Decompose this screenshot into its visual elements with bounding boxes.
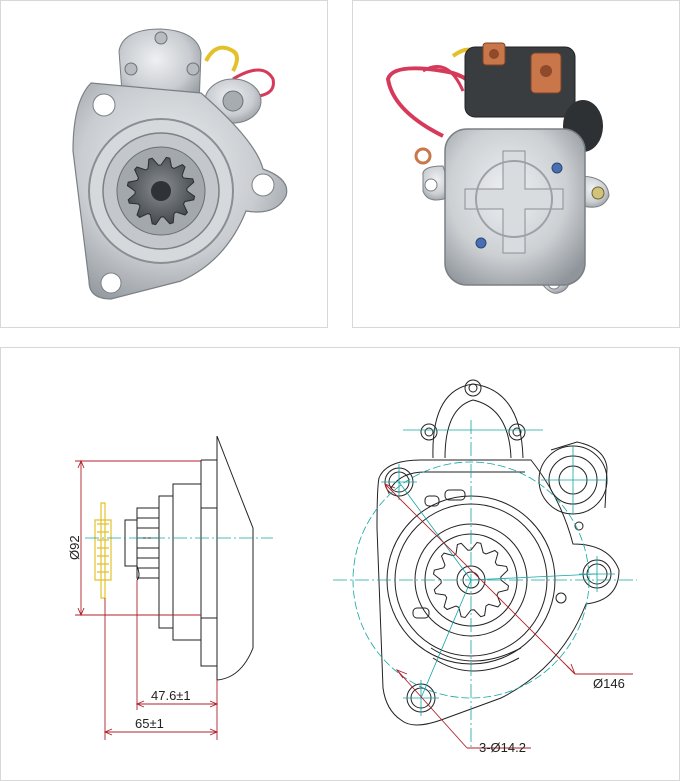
starter-rear-photo bbox=[385, 42, 610, 294]
mounting-hole-icon bbox=[100, 272, 122, 294]
slot bbox=[444, 489, 466, 501]
nose-step bbox=[158, 495, 174, 629]
cap-ring bbox=[475, 160, 553, 238]
terminal-nut-icon bbox=[540, 65, 552, 77]
starter-front-photo bbox=[72, 28, 288, 300]
bolt-icon bbox=[512, 427, 522, 437]
bolt-icon bbox=[424, 427, 434, 437]
flange-outline bbox=[200, 459, 217, 667]
mounting-hole-icon bbox=[424, 178, 438, 192]
red-wire bbox=[232, 68, 275, 98]
label-diameter-92: Ø92 bbox=[67, 535, 82, 560]
gear-teeth-lines bbox=[137, 517, 159, 569]
cross-rib bbox=[464, 150, 564, 254]
yellow-wire bbox=[204, 45, 239, 72]
arc-slot bbox=[432, 657, 520, 672]
label-holes: 3-Ø14.2 bbox=[479, 740, 526, 755]
label-diameter-146: Ø146 bbox=[593, 676, 625, 691]
small-hole bbox=[555, 592, 567, 604]
mounting-hole-icon bbox=[92, 93, 116, 117]
slot bbox=[412, 607, 430, 619]
mounting-hole-icon bbox=[251, 173, 275, 197]
ring-terminal-icon bbox=[414, 147, 432, 165]
screw-icon bbox=[475, 237, 487, 249]
shaft-end bbox=[124, 519, 138, 567]
bolt-icon bbox=[186, 62, 200, 76]
small-hole bbox=[574, 521, 584, 531]
solenoid-inner bbox=[444, 399, 512, 459]
gear-teeth bbox=[432, 541, 510, 619]
bolt-icon bbox=[420, 423, 438, 441]
bolt-icon bbox=[464, 379, 482, 397]
relay-cap bbox=[222, 90, 244, 112]
bolt-icon bbox=[154, 31, 168, 45]
dimension-holes bbox=[395, 668, 531, 749]
rear-view-photo-panel bbox=[352, 0, 680, 328]
body-outline bbox=[216, 435, 254, 681]
side-view-drawing bbox=[124, 435, 254, 681]
nose-housing bbox=[172, 483, 202, 641]
dimension-length-65 bbox=[103, 598, 219, 740]
pinion-gear-icon bbox=[432, 541, 510, 619]
red-wire bbox=[422, 65, 465, 92]
pinion-highlight bbox=[94, 502, 112, 599]
front-view-photo-panel bbox=[0, 0, 328, 328]
terminal-nut-icon bbox=[489, 49, 499, 59]
label-length-47-6: 47.6±1 bbox=[151, 688, 191, 703]
relay-bracket bbox=[550, 441, 608, 509]
technical-drawing: Ø92 47.6±1 65±1 bbox=[67, 379, 637, 755]
front-view-drawing bbox=[376, 379, 620, 726]
dimension-diameter-92 bbox=[75, 459, 201, 617]
flange-detail bbox=[201, 507, 217, 619]
bolt-icon bbox=[468, 383, 478, 393]
shaft-center bbox=[151, 181, 171, 201]
flange-outline bbox=[376, 459, 620, 726]
arc-slot bbox=[430, 647, 522, 662]
bolt-icon bbox=[508, 423, 526, 441]
solenoid-housing bbox=[118, 28, 202, 107]
dimension-diameter-146 bbox=[384, 483, 633, 675]
bolt-icon bbox=[124, 62, 138, 76]
solenoid-outline bbox=[432, 383, 524, 459]
shaft-detail bbox=[136, 565, 140, 581]
label-length-65: 65±1 bbox=[135, 716, 164, 731]
slot bbox=[424, 495, 440, 507]
technical-drawing-panel: Ø92 47.6±1 65±1 bbox=[0, 347, 680, 781]
screw-icon bbox=[551, 162, 563, 174]
bolt-icon bbox=[591, 186, 605, 200]
construction-lines bbox=[333, 420, 637, 748]
dimension-length-47-6 bbox=[135, 580, 219, 740]
